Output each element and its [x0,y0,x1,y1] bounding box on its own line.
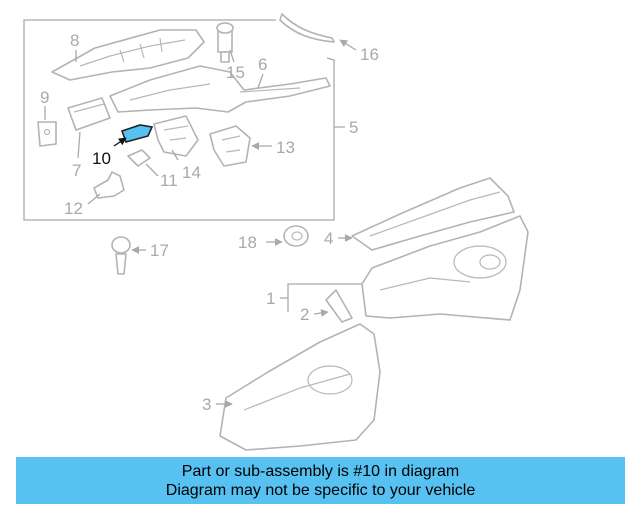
parts-diagram: 8 15 6 16 5 9 7 10 11 14 13 12 17 18 4 1… [23,13,529,451]
part-1-wheelhouse [361,215,529,321]
leader-16 [339,39,357,51]
callout-18: 18 [238,233,257,252]
part-16-hose [279,13,335,43]
banner-line-part-number: Part or sub-assembly is #10 in diagram [181,462,460,480]
callout-16: 16 [360,45,379,64]
part-10-highlighted[interactable] [120,124,154,143]
callout-4: 4 [324,229,333,248]
part-3-inner-fender [219,323,381,451]
callout-15: 15 [226,63,245,82]
part-11-block [127,149,151,167]
part-8-upper-rail [51,29,205,81]
callout-12: 12 [64,199,83,218]
callout-6: 6 [258,55,267,74]
part-9-clip [37,121,57,147]
leader-11 [145,163,159,177]
leader-1 [280,283,362,299]
part-14-bracket [153,115,199,157]
callout-5: 5 [349,118,358,137]
leader-2 [313,309,329,317]
leader-7 [77,131,81,159]
leader-6 [257,73,264,89]
leader-15 [229,49,235,63]
part-7-bracket [67,97,111,131]
callout-9: 9 [40,88,49,107]
leader-14 [171,149,179,161]
callout-13: 13 [276,138,295,157]
part-18-grommet [283,225,309,247]
callout-3: 3 [202,395,211,414]
leader-12 [87,193,101,205]
part-17-terminal [111,236,131,275]
callout-2: 2 [300,305,309,324]
callout-10: 10 [92,149,111,168]
banner-line-disclaimer: Diagram may not be specific to your vehi… [165,481,476,499]
callout-14: 14 [182,163,201,182]
info-banner: Part or sub-assembly is #10 in diagram D… [16,457,625,504]
part-15-bolt [216,22,234,63]
leader-10 [113,137,127,147]
callout-11: 11 [160,171,178,190]
part-6-lower-rail [109,65,331,113]
part-2-bracket [325,289,353,323]
subassembly-frame [23,19,335,221]
part-4-apron-upper [351,177,515,251]
callout-7: 7 [72,161,81,180]
callout-1: 1 [266,289,275,308]
part-12-brace [93,171,125,199]
callout-8: 8 [70,31,79,50]
part-13-mount [209,125,251,167]
callout-17: 17 [150,241,169,260]
